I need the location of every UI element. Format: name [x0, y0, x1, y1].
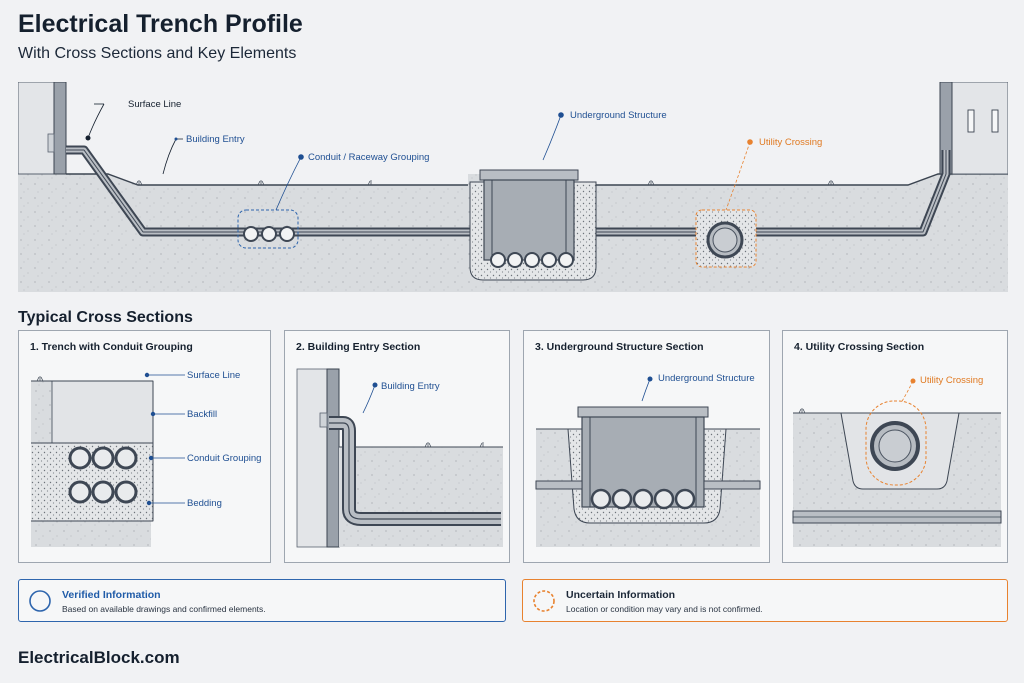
verified-circle-icon	[29, 590, 51, 612]
grass-tufts	[135, 180, 835, 186]
panel-1-label-surface-line: Surface Line	[187, 370, 240, 381]
legend-uncertain: Uncertain Information Location or condit…	[522, 579, 1008, 622]
panel-4-diagram: Utility Crossing	[792, 375, 1002, 547]
cross-section-panel-3: Underground Structure 3. Underground Str…	[523, 330, 770, 563]
panel-1-conduit-group	[68, 446, 138, 504]
label-conduit-grouping: Conduit / Raceway Grouping	[308, 152, 429, 163]
panel-2-title: 2. Building Entry Section	[296, 341, 421, 353]
cross-section-panel-2: Building Entry 2. Building Entry Section	[284, 330, 510, 563]
cross-sections-heading: Typical Cross Sections	[18, 309, 193, 326]
callout-underground-structure: Underground Structure	[542, 110, 667, 161]
trench-profile-diagram: Surface Line Building Entry Conduit / Ra…	[18, 82, 1008, 292]
right-building	[951, 82, 1008, 175]
panel-4-label-utility-crossing: Utility Crossing	[920, 375, 983, 386]
cross-section-panel-4: Utility Crossing 4. Utility Crossing Sec…	[782, 330, 1008, 563]
panel-1-title: 1. Trench with Conduit Grouping	[30, 341, 193, 353]
label-surface-line: Surface Line	[128, 99, 181, 110]
cross-section-panel-1: Surface Line Backfill Conduit Grouping B…	[18, 330, 271, 563]
panel-1-label-backfill: Backfill	[187, 409, 217, 420]
underground-structure	[469, 169, 597, 281]
utility-crossing	[695, 209, 757, 268]
callout-surface-line: Surface Line	[85, 99, 181, 141]
label-utility-crossing: Utility Crossing	[759, 137, 822, 148]
page-title: Electrical Trench Profile	[18, 10, 303, 38]
panel-3-diagram: Underground Structure	[535, 373, 761, 547]
callout-utility-crossing: Utility Crossing	[725, 137, 822, 211]
label-building-entry: Building Entry	[186, 134, 245, 145]
conduit-grouping	[237, 209, 299, 249]
legend-verified-title: Verified Information	[62, 589, 161, 601]
panel-4-title: 4. Utility Crossing Section	[794, 341, 925, 353]
brand-footer: ElectricalBlock.com	[18, 648, 180, 667]
panel-1-label-bedding: Bedding	[187, 498, 222, 509]
panel-2-label-building-entry: Building Entry	[381, 381, 440, 392]
uncertain-dashed-circle-icon	[533, 590, 555, 612]
panel-1-diagram: Surface Line Backfill Conduit Grouping B…	[31, 370, 261, 547]
panel-2-diagram: Building Entry	[296, 368, 503, 548]
panel-1-label-conduit-grouping: Conduit Grouping	[187, 453, 261, 464]
legend-uncertain-desc: Location or condition may vary and is no…	[566, 604, 763, 614]
panel-3-label-underground-structure: Underground Structure	[658, 373, 755, 384]
legend-verified-desc: Based on available drawings and confirme…	[62, 604, 266, 614]
legend-uncertain-title: Uncertain Information	[566, 589, 676, 601]
callout-conduit-grouping: Conduit / Raceway Grouping	[275, 152, 429, 211]
panel-3-title: 3. Underground Structure Section	[535, 341, 704, 353]
legend-verified: Verified Information Based on available …	[18, 579, 506, 622]
left-building	[18, 82, 55, 175]
label-underground-structure: Underground Structure	[570, 110, 667, 121]
left-building-wall	[53, 82, 67, 175]
page-subtitle: With Cross Sections and Key Elements	[18, 45, 297, 62]
callout-building-entry: Building Entry	[162, 134, 245, 175]
